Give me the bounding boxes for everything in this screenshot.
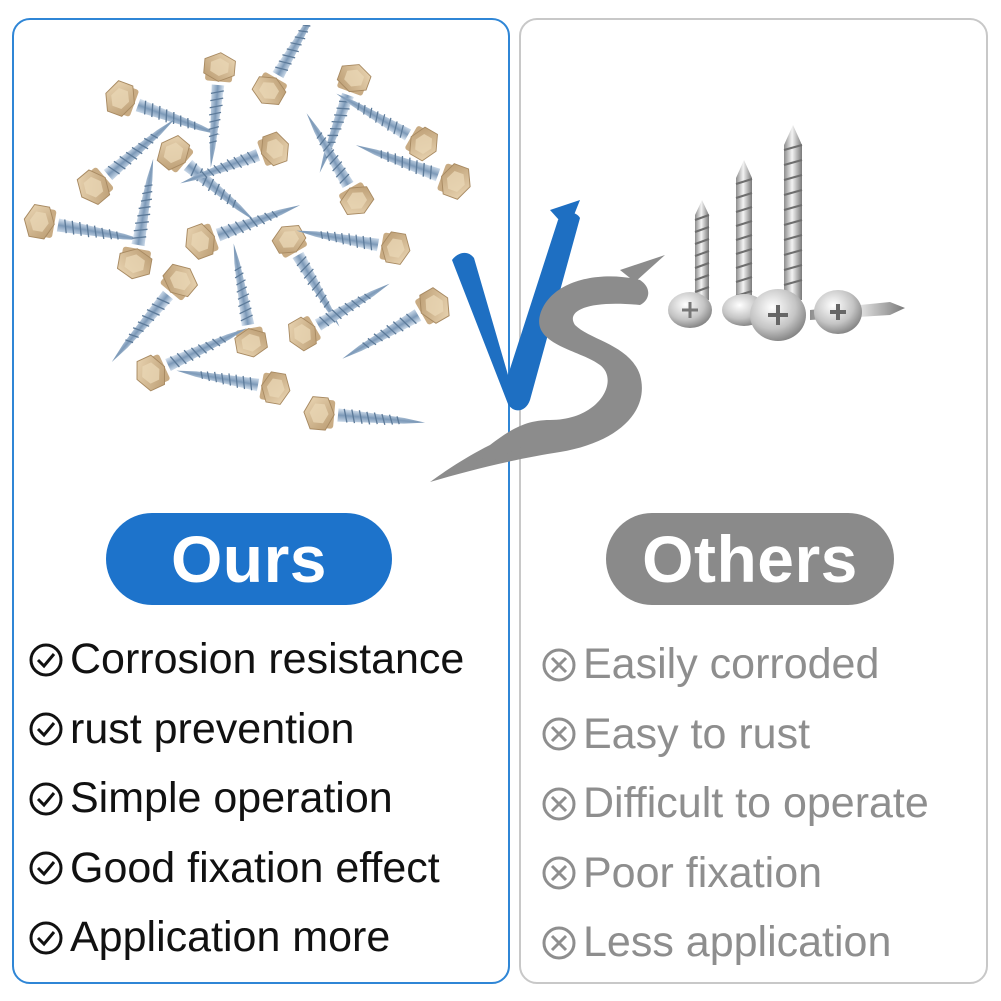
feature-text: Easily corroded (583, 640, 880, 689)
list-item: rust prevention (28, 695, 464, 765)
list-item: Difficult to operate (541, 769, 929, 839)
feature-text: Poor fixation (583, 848, 823, 897)
others-screws-image (668, 125, 905, 341)
ours-screws-image (20, 25, 477, 440)
list-item: Easily corroded (541, 630, 929, 700)
feature-text: Easy to rust (583, 709, 811, 758)
x-circle-icon (542, 648, 576, 682)
others-feature-list: Easily corroded Easy to rust Difficult t… (541, 630, 929, 978)
check-circle-icon (29, 921, 63, 955)
list-item: Good fixation effect (28, 834, 464, 904)
feature-text: Simple operation (70, 774, 393, 823)
list-item: Simple operation (28, 764, 464, 834)
feature-text: Corrosion resistance (70, 635, 465, 684)
feature-text: Difficult to operate (583, 779, 929, 828)
feature-text: Application more (70, 913, 391, 962)
check-circle-icon (29, 643, 63, 677)
x-circle-icon (542, 787, 576, 821)
list-item: Easy to rust (541, 700, 929, 770)
feature-text: Good fixation effect (70, 843, 440, 892)
check-circle-icon (29, 851, 63, 885)
check-circle-icon (29, 782, 63, 816)
others-label: Others (606, 513, 894, 605)
vs-graphic (430, 200, 665, 482)
list-item: Application more (28, 903, 464, 973)
others-panel (519, 18, 988, 984)
list-item: Poor fixation (541, 839, 929, 909)
check-circle-icon (29, 712, 63, 746)
vs-v-letter (452, 212, 580, 411)
x-circle-icon (542, 856, 576, 890)
list-item: Less application (541, 908, 929, 978)
vs-s-letter (430, 276, 649, 482)
ours-feature-list: Corrosion resistance rust prevention Sim… (28, 625, 464, 973)
feature-text: Less application (583, 918, 892, 967)
x-circle-icon (542, 717, 576, 751)
x-circle-icon (542, 926, 576, 960)
list-item: Corrosion resistance (28, 625, 464, 695)
ours-label: Ours (106, 513, 392, 605)
feature-text: rust prevention (70, 704, 355, 753)
